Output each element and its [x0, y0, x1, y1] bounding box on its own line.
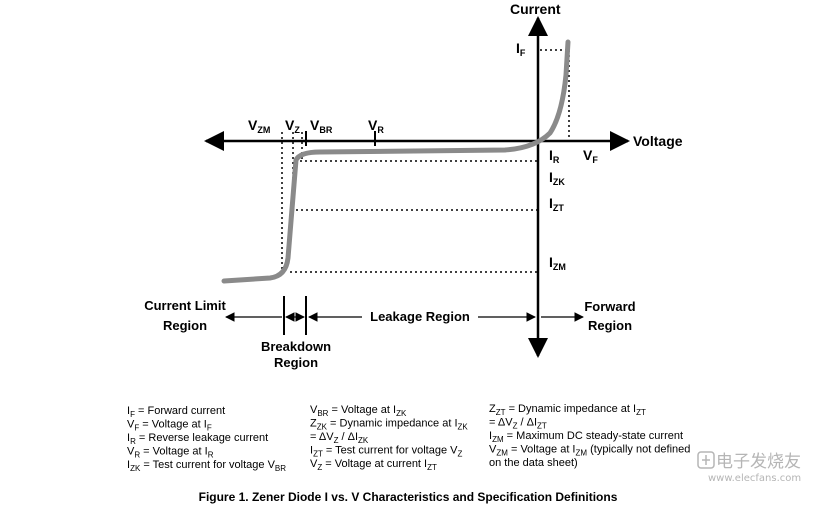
definition-line: on the data sheet) [489, 457, 578, 469]
i-f-label: IF [516, 40, 526, 58]
definition-line: ZZT = Dynamic impedance at IZT [489, 403, 646, 417]
reference-lines [281, 49, 570, 273]
definitions-col-3: ZZT = Dynamic impedance at IZT = ΔVZ / Δ… [489, 403, 690, 469]
definition-line: IF = Forward current [127, 405, 225, 419]
x-axis-label: Voltage [633, 133, 683, 149]
definition-line: = ΔVZ / ΔIZT [489, 417, 547, 431]
watermark-text: 电子发烧友 [716, 452, 801, 472]
definition-line: VR = Voltage at IR [127, 446, 214, 460]
watermark-logo: 电子发烧友 www.elecfans.com [697, 451, 801, 484]
iv-curve [221, 39, 571, 284]
definition-line: IR = Reverse leakage current [127, 432, 268, 446]
definition-line: VBR = Voltage at IZK [310, 404, 407, 418]
definition-line: VZ = Voltage at current IZT [310, 458, 437, 472]
breakdown-label-1: Breakdown [261, 339, 331, 354]
definition-line: VF = Voltage at IF [127, 419, 212, 433]
i-r-label: IR [549, 147, 560, 165]
v-br-label: VBR [310, 117, 333, 135]
forward-label-1: Forward [584, 299, 635, 314]
definition-line: VZM = Voltage at IZM (typically not defi… [489, 444, 690, 458]
watermark-url: www.elecfans.com [708, 473, 801, 484]
definition-line: IZK = Test current for voltage VBR [127, 459, 286, 473]
definition-line: IZM = Maximum DC steady-state current [489, 430, 683, 444]
figure-caption: Figure 1. Zener Diode I vs. V Characteri… [199, 490, 618, 504]
current-limit-label-1: Current Limit [144, 298, 226, 313]
leakage-label: Leakage Region [370, 309, 470, 324]
i-zm-label: IZM [549, 254, 566, 272]
i-zk-label: IZK [549, 169, 565, 187]
region-markers [225, 296, 584, 335]
definition-line: IZT = Test current for voltage VZ [310, 445, 462, 459]
v-f-label: VF [583, 147, 598, 165]
v-z-label: VZ [285, 117, 300, 135]
i-zt-label: IZT [549, 195, 564, 213]
forward-label-2: Region [588, 318, 632, 333]
definition-line: = ΔVZ / ΔIZK [310, 431, 369, 445]
v-zm-label: VZM [248, 117, 270, 135]
v-r-label: VR [368, 117, 384, 135]
y-axis-label: Current [510, 1, 561, 17]
axes [204, 15, 630, 358]
definition-line: ZZK = Dynamic impedance at IZK [310, 418, 468, 432]
breakdown-label-2: Region [274, 355, 318, 370]
current-limit-label-2: Region [163, 318, 207, 333]
